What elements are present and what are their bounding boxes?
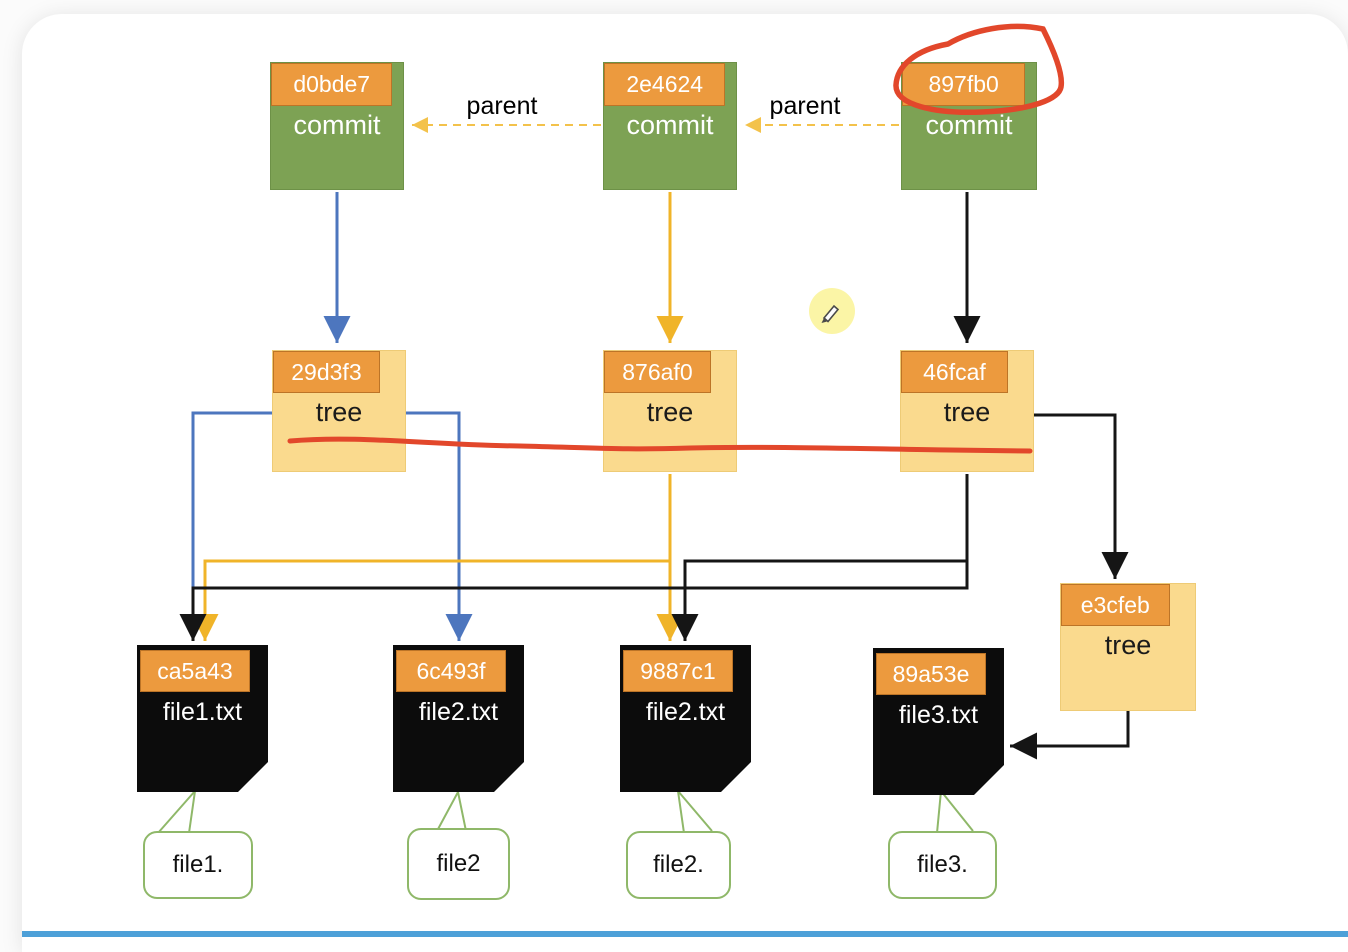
file-node-9887c1: 9887c1 file2.txt [620, 645, 751, 792]
commit-node-897fb0: 897fb0 commit [901, 62, 1037, 190]
file-name-label: file2.txt [418, 698, 499, 726]
edge-876af0-to-ca5a43 [191, 559, 670, 641]
commit-to-tree-edges [323, 192, 981, 343]
edge-29d3f3-left-stub [191, 411, 272, 588]
node-type-label: commit [626, 110, 714, 140]
hash-tag: 876af0 [604, 351, 711, 393]
commit-node-d0bde7: d0bde7 commit [270, 62, 404, 190]
node-type-label: commit [293, 110, 381, 140]
tree-to-file-edges [179, 411, 1130, 760]
callout-tail-file2 [436, 789, 467, 832]
hash-tag: ca5a43 [140, 650, 250, 692]
callout-bubble-file1: file1. [143, 831, 253, 899]
node-type-label: tree [943, 397, 991, 427]
file-name-label: file1.txt [162, 698, 243, 726]
commit-node-2e4624: 2e4624 commit [603, 62, 737, 190]
callout-bubble-file2: file2 [407, 828, 510, 900]
edge-e3cfeb-to-89a53e [1010, 711, 1130, 760]
hash-tag: 2e4624 [604, 63, 726, 106]
hash-tag: 89a53e [876, 653, 986, 695]
tree-node-29d3f3: 29d3f3 tree [272, 350, 406, 472]
callout-tail-file3 [936, 788, 974, 834]
hash-tag: d0bde7 [271, 63, 393, 106]
edge-46fcaf-to-9887c1 [671, 559, 967, 641]
callout-tails [157, 787, 974, 834]
edge-29d3f3-to-6c493f [406, 411, 473, 641]
node-type-label: tree [1104, 630, 1152, 660]
file-name-label: file3.txt [898, 701, 979, 729]
node-type-label: commit [925, 110, 1013, 140]
node-type-label: tree [646, 397, 694, 427]
parent-edge-label-1: parent [466, 92, 538, 120]
file-node-89a53e: 89a53e file3.txt [873, 648, 1004, 795]
hash-tag: 897fb0 [902, 63, 1026, 106]
parent-edge-label-2: parent [769, 92, 841, 120]
hash-tag: 9887c1 [623, 650, 733, 692]
hash-tag: 6c493f [396, 650, 506, 692]
hash-tag: e3cfeb [1061, 584, 1170, 626]
callout-bubble-file2b: file2. [626, 831, 731, 899]
callout-bubble-file3: file3. [888, 831, 997, 899]
file-node-ca5a43: ca5a43 file1.txt [137, 645, 268, 792]
edge-46fcaf-to-ca5a43 [179, 474, 969, 641]
node-type-label: tree [315, 397, 363, 427]
bottom-blue-bar [22, 931, 1348, 937]
hash-tag: 46fcaf [901, 351, 1008, 393]
tree-node-876af0: 876af0 tree [603, 350, 737, 472]
file-node-6c493f: 6c493f file2.txt [393, 645, 524, 792]
edge-46fcaf-to-e3cfeb [1034, 413, 1129, 579]
file-name-label: file2.txt [645, 698, 726, 726]
tree-node-e3cfeb: e3cfeb tree [1060, 583, 1196, 711]
tree-node-46fcaf: 46fcaf tree [900, 350, 1034, 472]
callout-tail-file1 [157, 787, 197, 834]
callout-tail-file2b [676, 787, 713, 834]
hash-tag: 29d3f3 [273, 351, 380, 393]
